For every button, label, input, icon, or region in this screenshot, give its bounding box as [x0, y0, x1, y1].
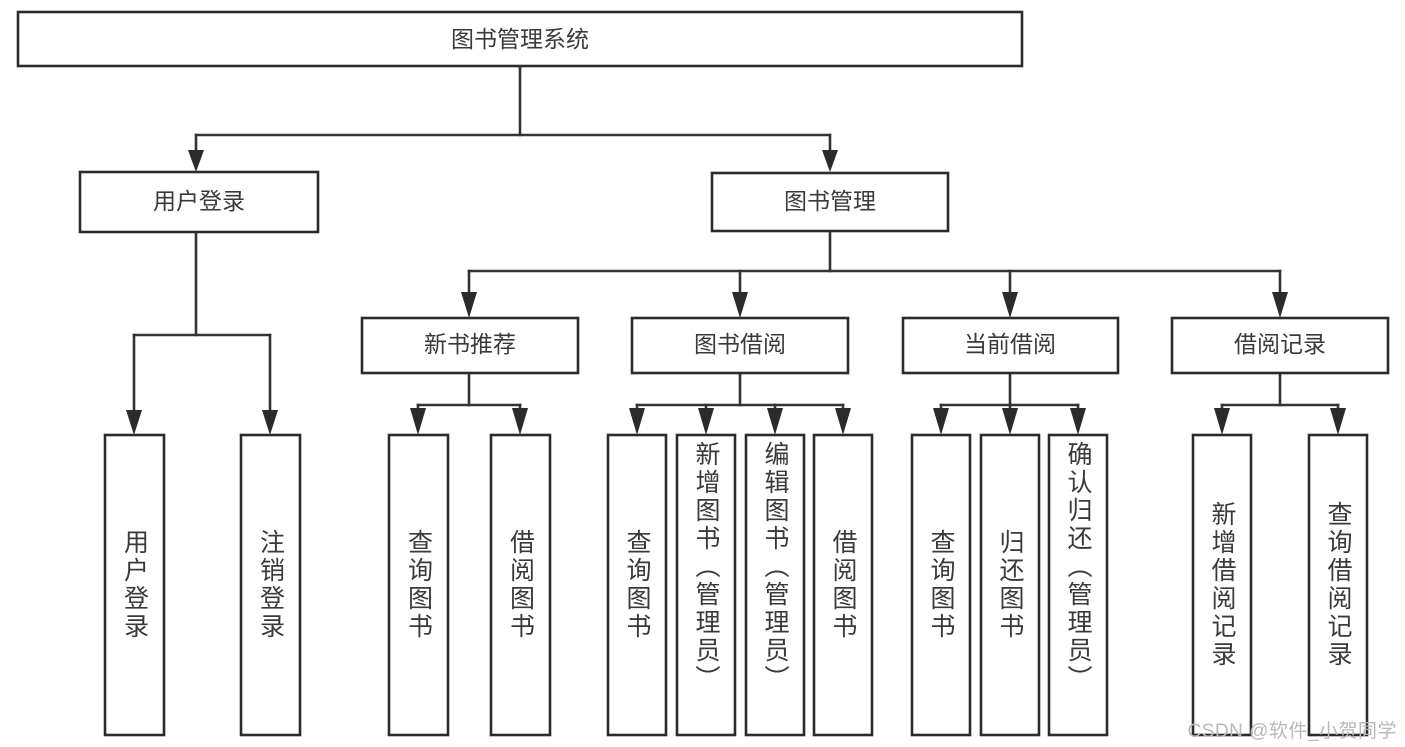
arrow-head-icon	[1002, 408, 1018, 435]
connector-userlogin-to-leaves	[126, 230, 278, 435]
node-leaf-add-record-box[interactable]	[1191, 433, 1253, 737]
arrow-head-icon	[1070, 408, 1086, 435]
node-leaf-borrow-book-2-box[interactable]	[812, 433, 874, 737]
node-current-borrow[interactable]: 当前借阅	[901, 316, 1120, 375]
connector-bookborrow-to-leaves	[629, 371, 851, 435]
arrow-head-icon	[629, 408, 645, 435]
node-borrow-record-box[interactable]	[1170, 316, 1390, 375]
node-book-management-label: 图书管理	[784, 188, 876, 214]
node-book-borrow-box[interactable]	[630, 316, 850, 375]
node-leaf-borrow-book-1-box[interactable]	[489, 433, 552, 737]
node-book-management[interactable]: 图书管理	[710, 171, 950, 233]
node-leaf-query-book-1-box[interactable]	[387, 433, 450, 737]
node-book-borrow-label: 图书借阅	[694, 331, 786, 357]
node-leaf-return-book-box[interactable]	[979, 433, 1041, 737]
arrow-head-icon	[262, 410, 278, 435]
connector-borrowrecord-to-leaves	[1214, 371, 1346, 435]
node-borrow-record-label: 借阅记录	[1234, 331, 1326, 357]
arrow-head-icon	[822, 150, 838, 172]
node-new-book-recommend[interactable]: 新书推荐	[360, 316, 580, 375]
node-root[interactable]: 图书管理系统	[16, 10, 1024, 68]
arrow-head-icon	[126, 410, 142, 435]
node-root-label: 图书管理系统	[451, 26, 589, 52]
arrow-head-icon	[1002, 292, 1018, 318]
connector-root-to-level2	[188, 64, 838, 172]
arrow-head-icon	[188, 150, 204, 172]
node-book-borrow[interactable]: 图书借阅	[630, 316, 850, 375]
arrow-head-icon	[1272, 292, 1288, 318]
node-leaf-user-login-box[interactable]	[103, 433, 166, 737]
arrow-head-icon	[767, 408, 783, 435]
node-leaf-confirm-return-box[interactable]	[1047, 433, 1109, 737]
connector-newbook-to-leaves	[410, 371, 528, 435]
connector-bookmgmt-to-level3	[461, 230, 1288, 318]
arrow-head-icon	[512, 408, 528, 435]
node-root-box[interactable]	[16, 10, 1024, 68]
node-current-borrow-box[interactable]	[901, 316, 1120, 375]
node-borrow-record[interactable]: 借阅记录	[1170, 316, 1390, 375]
node-user-login[interactable]: 用户登录	[78, 170, 320, 234]
arrow-head-icon	[461, 292, 477, 318]
arrow-head-icon	[933, 408, 949, 435]
node-leaf-query-book-3-box[interactable]	[910, 433, 972, 737]
connector-currentborrow-to-leaves	[933, 371, 1086, 435]
arrow-head-icon	[732, 292, 748, 318]
node-new-book-recommend-label: 新书推荐	[424, 331, 516, 357]
arrow-head-icon	[835, 408, 851, 435]
node-leaf-edit-book-box[interactable]	[744, 433, 806, 737]
arrow-head-icon	[1330, 408, 1346, 435]
arrow-head-icon	[698, 408, 714, 435]
node-leaf-query-record-box[interactable]	[1307, 433, 1369, 737]
node-book-management-box[interactable]	[710, 171, 950, 233]
node-new-book-recommend-box[interactable]	[360, 316, 580, 375]
arrow-head-icon	[1214, 408, 1230, 435]
node-user-login-label: 用户登录	[153, 188, 245, 214]
node-leaf-query-book-2-box[interactable]	[606, 433, 668, 737]
arrow-head-icon	[410, 408, 426, 435]
node-leaf-add-book-box[interactable]	[675, 433, 737, 737]
node-user-login-box[interactable]	[78, 170, 320, 234]
node-current-borrow-label: 当前借阅	[964, 331, 1056, 357]
watermark: CSDN @软件_小贺同学	[1187, 721, 1397, 742]
node-leaf-logout-login-box[interactable]	[239, 433, 302, 737]
